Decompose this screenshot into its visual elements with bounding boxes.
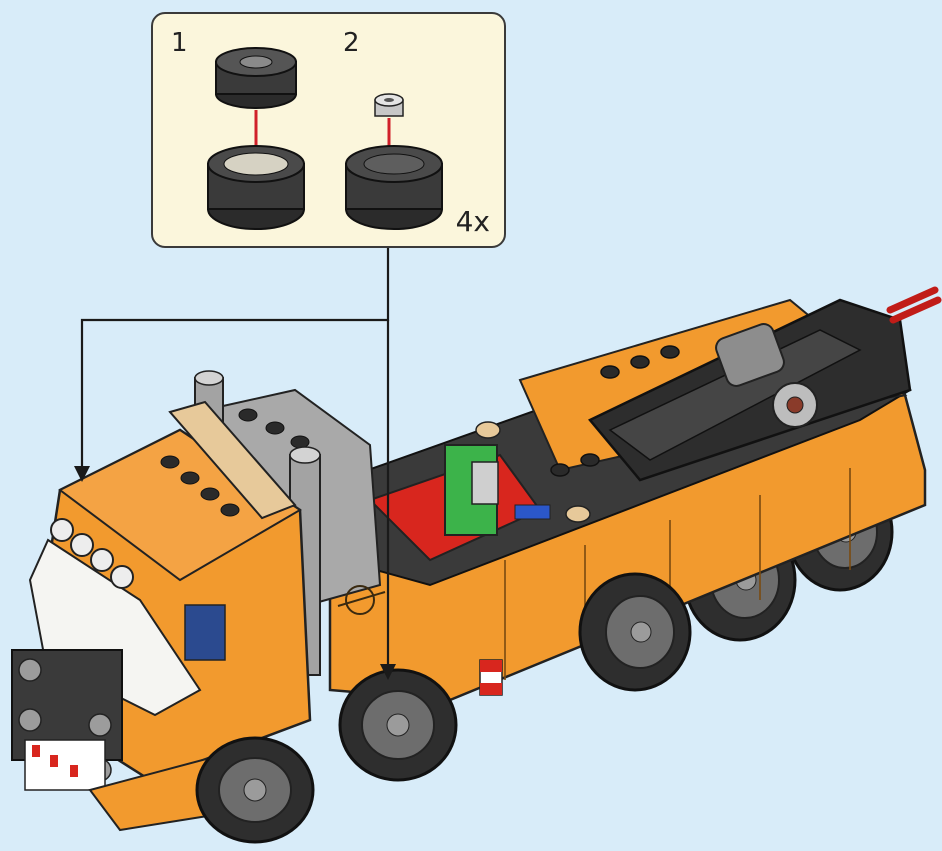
callout-illustration: [207, 47, 443, 230]
front-wheel-1: [195, 736, 315, 844]
wheel-rim-icon: [215, 47, 297, 109]
red-hoses: [886, 286, 942, 324]
arrow-to-front-wheel: [74, 466, 90, 482]
tire-icon: [207, 145, 305, 230]
step-number-2: 2: [343, 28, 360, 58]
rear-wheel-near-1: [578, 572, 692, 692]
step-number-1: 1: [171, 28, 188, 58]
front-wheel-2: [338, 668, 458, 782]
sub-assembly-callout: 1 2: [151, 12, 506, 248]
assembled-wheel-icon: [345, 145, 443, 230]
side-logo: [337, 585, 386, 615]
quantity-multiplier: 4x: [455, 205, 490, 238]
arrow-to-second-wheel: [380, 664, 396, 680]
light-bar: [168, 400, 297, 520]
pointer-lines: [80, 248, 390, 668]
hub-cap-icon: [374, 93, 404, 117]
roof-spotlights: [50, 518, 134, 589]
cab-roof: [58, 428, 302, 582]
